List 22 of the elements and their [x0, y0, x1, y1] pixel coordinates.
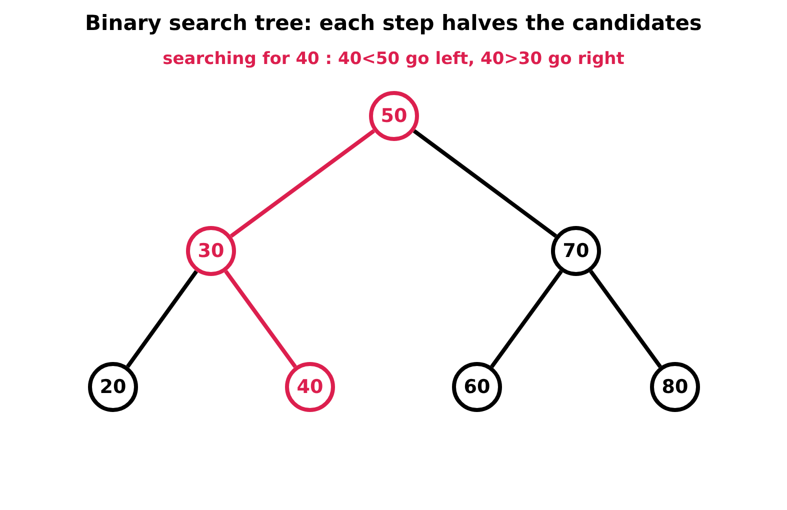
node-value: 80	[662, 378, 688, 396]
tree-node	[369, 91, 419, 141]
tree-edge	[230, 129, 376, 238]
tree-node	[285, 362, 335, 412]
search-subtitle: searching for 40 : 40<50 go left, 40>30 go right	[162, 49, 624, 69]
node-value: 70	[562, 242, 590, 260]
tree-node	[551, 226, 601, 276]
node-value: 20	[100, 378, 126, 396]
tree-edge	[490, 270, 563, 368]
node-value: 40	[296, 378, 324, 396]
tree-edge	[224, 270, 297, 368]
node-value: 60	[464, 378, 490, 396]
tree-node	[452, 362, 502, 412]
tree-edge	[412, 129, 558, 238]
tree-node	[650, 362, 700, 412]
tree-node	[88, 362, 138, 412]
node-value: 50	[380, 106, 408, 126]
tree-edge	[126, 270, 198, 368]
diagram-title: Binary search tree: each step halves the candidates	[85, 11, 702, 35]
tree-edge	[589, 270, 662, 368]
node-value: 30	[198, 242, 224, 260]
tree-node	[186, 226, 236, 276]
